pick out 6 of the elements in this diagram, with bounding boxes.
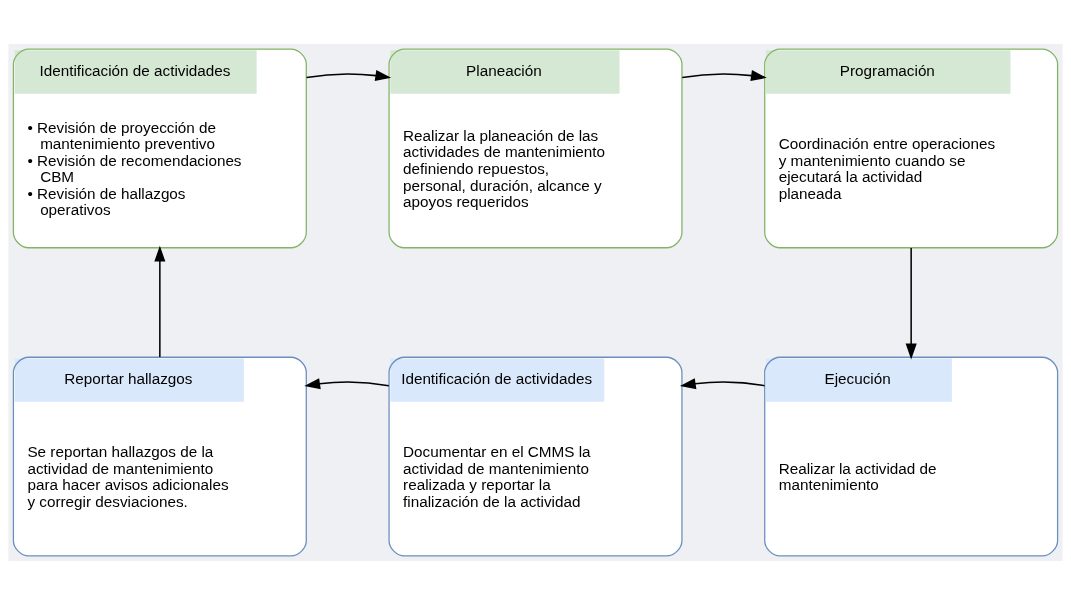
arrow (304, 378, 390, 390)
arrow (905, 247, 917, 360)
arrow (154, 245, 166, 358)
arrow (305, 70, 392, 81)
arrow (681, 70, 767, 81)
arrow (679, 378, 766, 390)
